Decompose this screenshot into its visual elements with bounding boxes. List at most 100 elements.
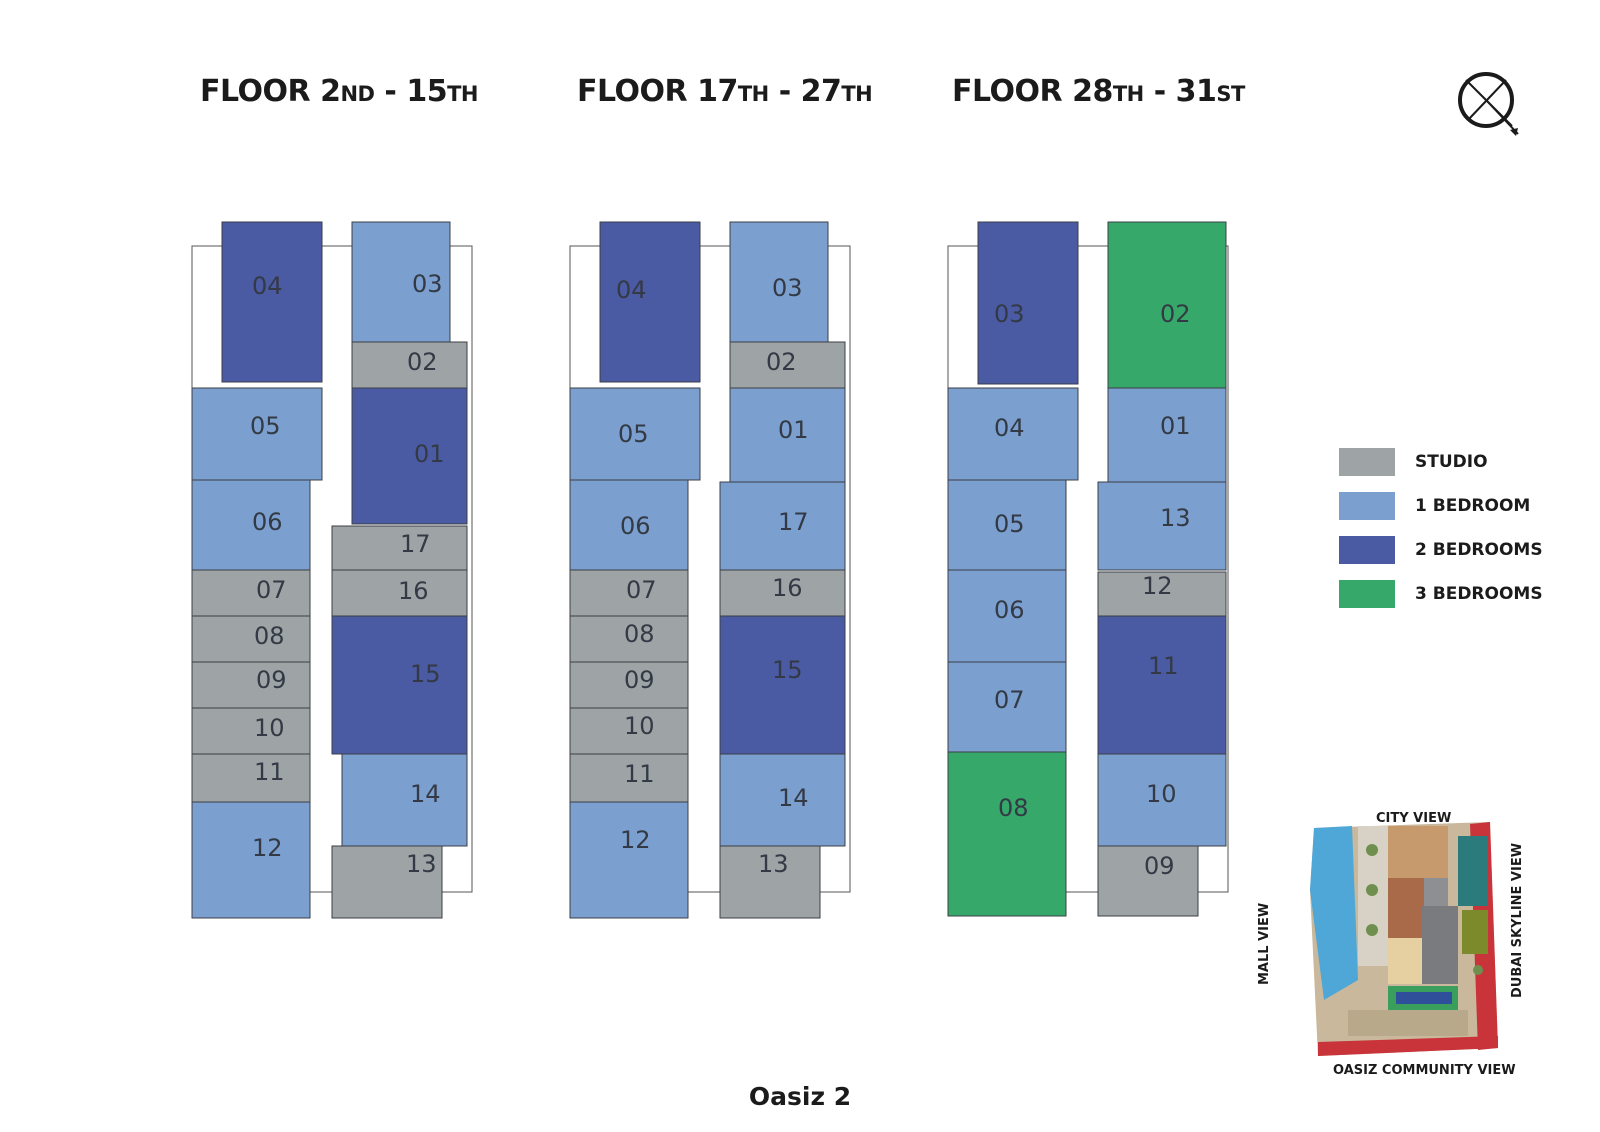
- unit-06: 06: [947, 569, 1067, 663]
- unit-15: 15: [719, 615, 846, 755]
- unit-10: 10: [191, 707, 311, 755]
- unit-shape: [1097, 571, 1227, 617]
- unit-10: 10: [1097, 753, 1227, 847]
- unit-number: 04: [616, 276, 647, 304]
- unit-shape: [947, 751, 1067, 917]
- unit-shape: [569, 661, 689, 709]
- unit-number: 06: [252, 508, 283, 536]
- unit-shape: [569, 707, 689, 755]
- unit-01: 01: [729, 387, 846, 483]
- oasiz-community-view-label: OASIZ COMMUNITY VIEW: [1333, 1063, 1516, 1078]
- unit-shape: [1107, 221, 1227, 389]
- unit-shape: [729, 221, 829, 343]
- unit-shape: [719, 753, 846, 847]
- unit-number: 08: [624, 620, 655, 648]
- unit-shape: [351, 387, 468, 525]
- unit-04: 04: [599, 221, 701, 383]
- unit-17: 17: [331, 525, 468, 571]
- unit-13: 13: [331, 845, 443, 919]
- unit-shape: [191, 707, 311, 755]
- legend-item-3-bedrooms: 3 BEDROOMS: [1339, 572, 1543, 616]
- unit-number: 07: [626, 576, 657, 604]
- unit-number: 12: [1142, 572, 1173, 600]
- unit-08: 08: [569, 615, 689, 663]
- unit-shape: [221, 221, 323, 383]
- unit-16: 16: [719, 569, 846, 617]
- unit-06: 06: [191, 479, 311, 571]
- unit-05: 05: [947, 479, 1067, 571]
- unit-shape: [331, 615, 468, 755]
- unit-type-legend: STUDIO 1 BEDROOM 2 BEDROOMS 3 BEDROOMS: [1339, 440, 1543, 616]
- legend-swatch: [1339, 580, 1395, 608]
- unit-06: 06: [569, 479, 689, 571]
- unit-14: 14: [341, 753, 468, 847]
- unit-03: 03: [729, 221, 829, 343]
- unit-13: 13: [719, 845, 821, 919]
- unit-number: 05: [618, 420, 649, 448]
- north-arrow-icon: [1458, 72, 1519, 136]
- unit-shape: [191, 801, 311, 919]
- unit-08: 08: [947, 751, 1067, 917]
- unit-04: 04: [221, 221, 323, 383]
- unit-08: 08: [191, 615, 311, 663]
- legend-label: 2 BEDROOMS: [1415, 540, 1543, 560]
- unit-number: 11: [624, 760, 655, 788]
- unit-shape: [947, 479, 1067, 571]
- site-plan-image: [1310, 822, 1498, 1056]
- legend-item-2-bedrooms: 2 BEDROOMS: [1339, 528, 1543, 572]
- unit-number: 12: [252, 834, 283, 862]
- unit-number: 02: [407, 348, 438, 376]
- unit-shape: [569, 569, 689, 617]
- unit-number: 16: [398, 577, 429, 605]
- unit-15: 15: [331, 615, 468, 755]
- unit-number: 09: [256, 666, 287, 694]
- unit-number: 08: [254, 622, 285, 650]
- unit-number: 04: [252, 272, 283, 300]
- unit-11: 11: [569, 753, 689, 803]
- unit-shape: [947, 661, 1067, 753]
- unit-03: 03: [977, 221, 1079, 385]
- unit-number: 07: [256, 576, 287, 604]
- unit-number: 14: [410, 780, 441, 808]
- unit-number: 13: [1160, 504, 1191, 532]
- unit-shape: [191, 753, 311, 803]
- unit-05: 05: [191, 387, 323, 481]
- unit-number: 17: [400, 530, 431, 558]
- unit-number: 11: [254, 758, 285, 786]
- unit-shape: [1097, 481, 1227, 571]
- unit-number: 06: [620, 512, 651, 540]
- unit-number: 05: [250, 412, 281, 440]
- unit-shape: [719, 569, 846, 617]
- unit-shape: [351, 221, 451, 343]
- unit-shape: [191, 661, 311, 709]
- unit-10: 10: [569, 707, 689, 755]
- unit-shape: [341, 753, 468, 847]
- unit-07: 07: [191, 569, 311, 617]
- unit-shape: [1107, 387, 1227, 483]
- unit-number: 09: [1144, 852, 1175, 880]
- unit-number: 13: [406, 850, 437, 878]
- floor-plan-2-15: 04 03 02 05 01 06 17 07 16 08 15 09 10 11 14 12 13: [191, 221, 473, 919]
- unit-shape: [569, 479, 689, 571]
- unit-number: 03: [412, 270, 443, 298]
- unit-shape: [1097, 845, 1199, 917]
- city-view-label: CITY VIEW: [1376, 811, 1452, 826]
- unit-shape: [569, 801, 689, 919]
- unit-shape: [331, 845, 443, 919]
- legend-label: 3 BEDROOMS: [1415, 584, 1543, 604]
- unit-11: 11: [191, 753, 311, 803]
- unit-01: 01: [351, 387, 468, 525]
- unit-09: 09: [569, 661, 689, 709]
- unit-shape: [191, 615, 311, 663]
- unit-shape: [191, 569, 311, 617]
- unit-number: 02: [766, 348, 797, 376]
- unit-number: 11: [1148, 652, 1179, 680]
- unit-number: 04: [994, 414, 1025, 442]
- unit-number: 02: [1160, 300, 1191, 328]
- unit-shape: [569, 615, 689, 663]
- floor-title-17-27: FLOOR 17TH - 27TH: [577, 74, 873, 109]
- unit-02: 02: [351, 341, 468, 389]
- legend-swatch: [1339, 448, 1395, 476]
- unit-17: 17: [719, 481, 846, 571]
